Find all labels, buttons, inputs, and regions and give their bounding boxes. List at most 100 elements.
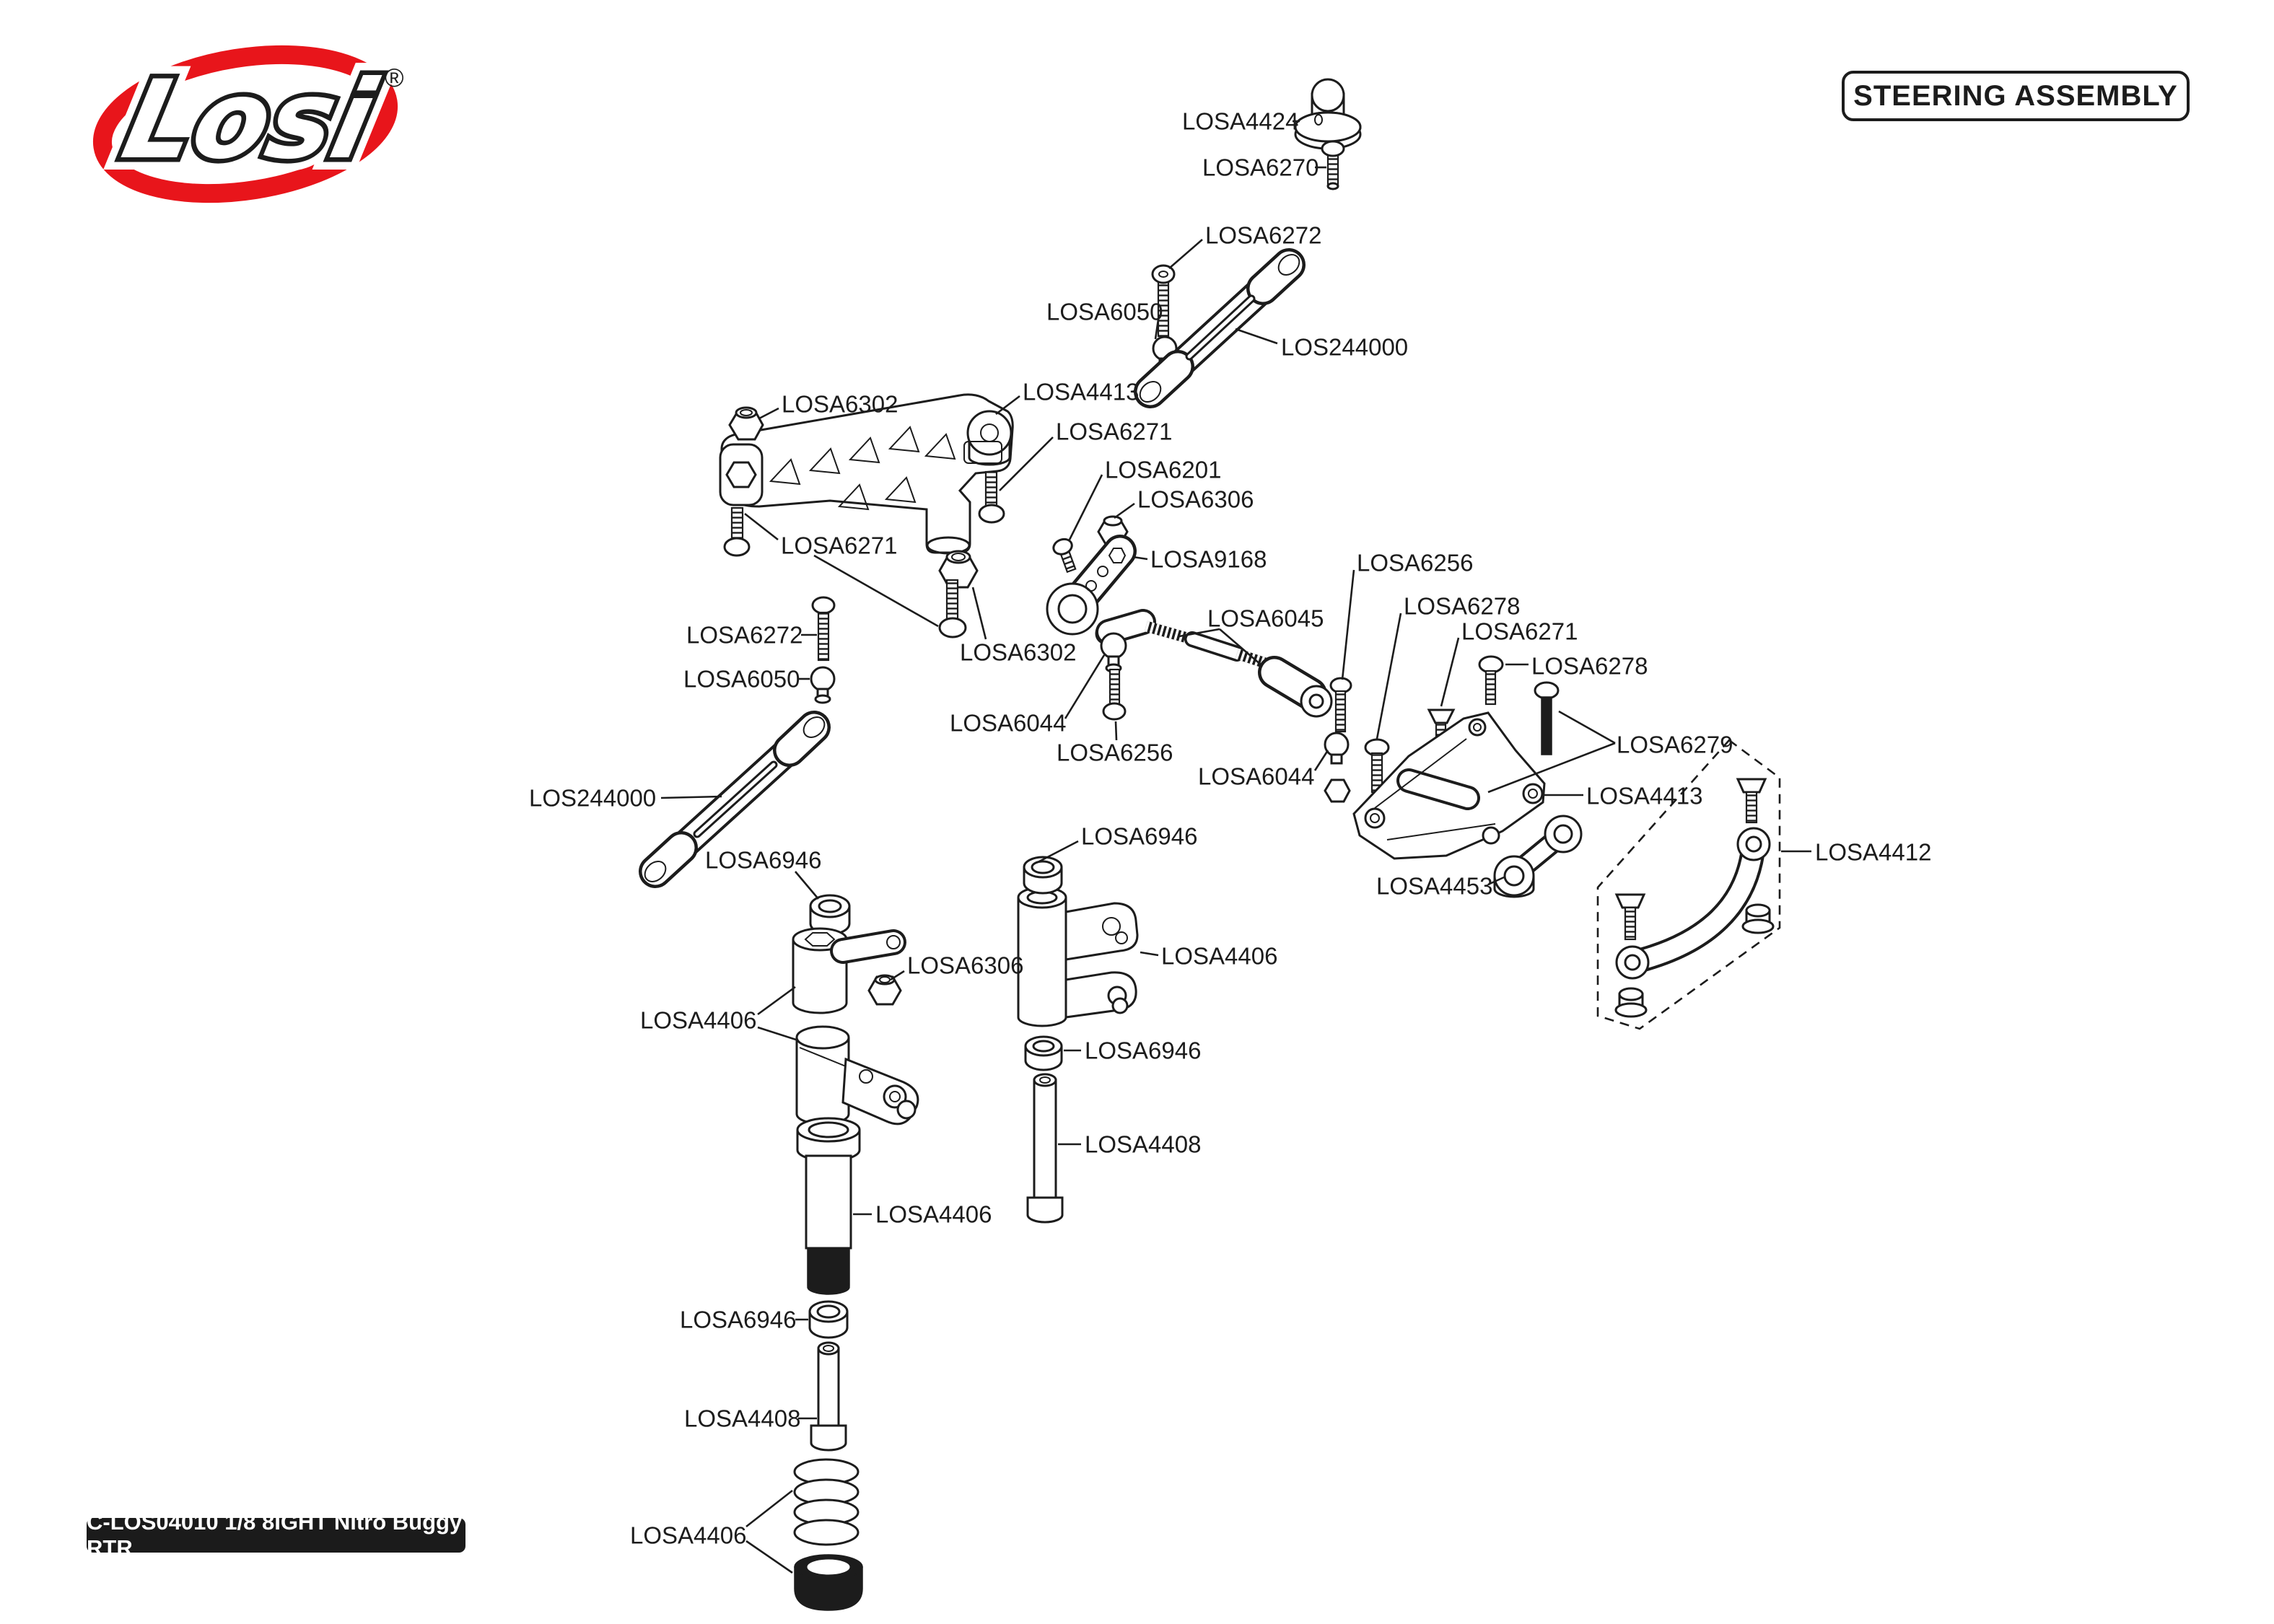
leader-line-losa6044-a (1064, 654, 1106, 719)
footer-part-badge: C-LOS04010 1/8 8IGHT Nitro Buggy RTR (87, 1509, 465, 1561)
leader-line-losa4406-a (757, 986, 796, 1016)
screw-drawing-losa6256-right (1329, 677, 1352, 733)
part-label-losa6270: LOSA6270 (1202, 154, 1319, 181)
part-label-losa9168: LOSA9168 (1150, 546, 1267, 573)
part-label-losa6045: LOSA6045 (1207, 605, 1324, 632)
steering-link-drawing-los244000-left (639, 711, 831, 888)
svg-text:Losi: Losi (113, 57, 386, 183)
part-label-losa4408-a: LOSA4408 (684, 1405, 800, 1432)
leader-line-losa6306-b (890, 970, 905, 981)
leader-line-losa4406-b (1140, 951, 1159, 957)
leader-line-losa4413-a (995, 395, 1020, 416)
screw-drawing-losa6201 (1052, 537, 1077, 574)
leader-line-losa6302-b (971, 587, 987, 640)
leader-line-losa6946-b (1038, 840, 1079, 863)
bearing-drawing-losa6946-3 (1024, 1035, 1063, 1071)
leader-line-losa6278-a (1376, 613, 1402, 739)
bellcrank-top-plate-drawing (719, 393, 1014, 555)
part-label-losa6201: LOSA6201 (1105, 457, 1221, 483)
part-label-losa4406-d: LOSA4406 (630, 1522, 746, 1549)
part-label-losa6279: LOSA6279 (1617, 732, 1733, 758)
part-label-losa6271-c: LOSA6271 (1461, 618, 1578, 645)
page-title: STEERING ASSEMBLY (1853, 79, 2178, 112)
locknut-drawing-losa6302-2 (938, 550, 979, 589)
steering-rack-drawing-losa4406-top (792, 927, 906, 1014)
knuckle-drawing-losa4406-right (1017, 886, 1139, 1027)
bushing-drawing-bottom (1614, 987, 1648, 1018)
leader-line-losa6045 (1178, 628, 1220, 638)
part-label-losa4424: LOSA4424 (1182, 108, 1298, 135)
footer-badge-text: C-LOS04010 1/8 8IGHT Nitro Buggy RTR (87, 1509, 463, 1561)
part-label-losa6272-b: LOSA6272 (686, 622, 803, 649)
part-label-losa6946-d: LOSA6946 (680, 1307, 796, 1333)
servo-horn-drawing-losa9168 (1046, 535, 1137, 636)
leader-line-losa4453 (1487, 876, 1505, 886)
part-label-losa6256-a: LOSA6256 (1357, 550, 1473, 576)
locknut-drawing-losa6306-2 (867, 974, 902, 1006)
dust-cup-drawing-losa4406 (794, 1554, 863, 1611)
part-label-losa6050-a: LOSA6050 (1046, 299, 1163, 325)
part-label-losa6272-a: LOSA6272 (1205, 222, 1321, 249)
part-label-losa6306-b: LOSA6306 (907, 952, 1023, 979)
part-label-losa6302-b: LOSA6302 (960, 639, 1076, 666)
leader-line-losa4406-d (745, 1489, 793, 1528)
flathead-screw-drawing-left (1614, 893, 1646, 941)
leader-line-losa6044-b (1313, 750, 1329, 771)
servo-saver-cap-drawing-losa4424 (1294, 78, 1362, 150)
leader-line-losa6271-c (1440, 637, 1460, 707)
leader-line-losa4406-d (745, 1540, 793, 1574)
screw-drawing-losa6271-mid (978, 470, 1005, 524)
registered-mark: ® (385, 63, 404, 92)
part-label-losa6256-b: LOSA6256 (1057, 739, 1173, 766)
logo-text: Losi (113, 57, 386, 183)
ball-stud-drawing-losa6044-right (1324, 732, 1351, 803)
flathead-screw-drawing-top (1736, 778, 1767, 824)
title-box: STEERING ASSEMBLY (1842, 71, 2190, 121)
locknut-drawing-losa6302-1 (728, 406, 764, 441)
part-label-losa4412: LOSA4412 (1815, 839, 1931, 866)
part-label-los244000-a: LOS244000 (1281, 334, 1408, 361)
spring-drawing-losa4406 (793, 1458, 860, 1546)
part-label-losa4413-b: LOSA4413 (1586, 783, 1702, 809)
leader-line-losa4406-a (757, 1026, 799, 1042)
leader-line-losa6271-b (813, 554, 939, 628)
option-kit-dashed-box (1596, 739, 1781, 1030)
part-label-losa4413-a: LOSA4413 (1023, 379, 1139, 405)
screw-drawing-losa6256-left (1102, 668, 1127, 721)
part-label-losa6044-a: LOSA6044 (950, 710, 1066, 737)
part-label-losa6306-a: LOSA6306 (1137, 486, 1254, 513)
part-label-losa6044-b: LOSA6044 (1198, 763, 1314, 790)
screw-drawing-losa6270 (1321, 140, 1345, 190)
leader-line-losa6256-a (1341, 569, 1355, 680)
leader-line-losa6279 (1558, 710, 1616, 745)
logo-swoosh (92, 45, 398, 203)
leader-line-losa6045 (1219, 628, 1262, 666)
pivot-ball-drawing-losa6050-left (810, 666, 836, 704)
label-layer: LOSA4424LOSA6270LOSA6272LOSA6050LOS24400… (529, 108, 1931, 1574)
leader-line-losa6050-a (1154, 314, 1160, 340)
leader-line-losa6201 (1068, 474, 1103, 540)
part-label-losa6278-b: LOSA6278 (1531, 653, 1648, 680)
part-label-losa6271-a: LOSA6271 (1056, 418, 1172, 445)
part-label-losa6271-b: LOSA6271 (781, 532, 897, 559)
part-label-losa6946-c: LOSA6946 (1085, 1037, 1201, 1064)
leader-line-losa6946-a (795, 871, 819, 900)
leader-line-losa6302-a (758, 407, 779, 420)
post-drawing-losa4408-right (1026, 1073, 1064, 1224)
ball-stud-drawing-losa6044-left (1100, 632, 1127, 673)
part-label-los244000-b: LOS244000 (529, 785, 656, 812)
steering-plate-drawing-losa4413 (1352, 711, 1546, 860)
leader-line-los244000-b (660, 795, 722, 799)
part-label-losa6278-a: LOSA6278 (1404, 593, 1520, 620)
leader-line-losa6272-a (1168, 239, 1203, 269)
leader-line-losa6306-a (1114, 502, 1135, 519)
part-label-losa4406-a: LOSA4406 (640, 1007, 756, 1034)
screw-drawing-losa6272-left (811, 596, 836, 662)
part-label-losa6946-a: LOSA6946 (705, 847, 821, 874)
leader-line-losa6271-b (744, 512, 779, 541)
leader-line-losa6271-a (999, 436, 1054, 491)
part-label-losa4406-c: LOSA4406 (875, 1201, 992, 1228)
screw-drawing-losa6278-1 (1364, 738, 1390, 794)
